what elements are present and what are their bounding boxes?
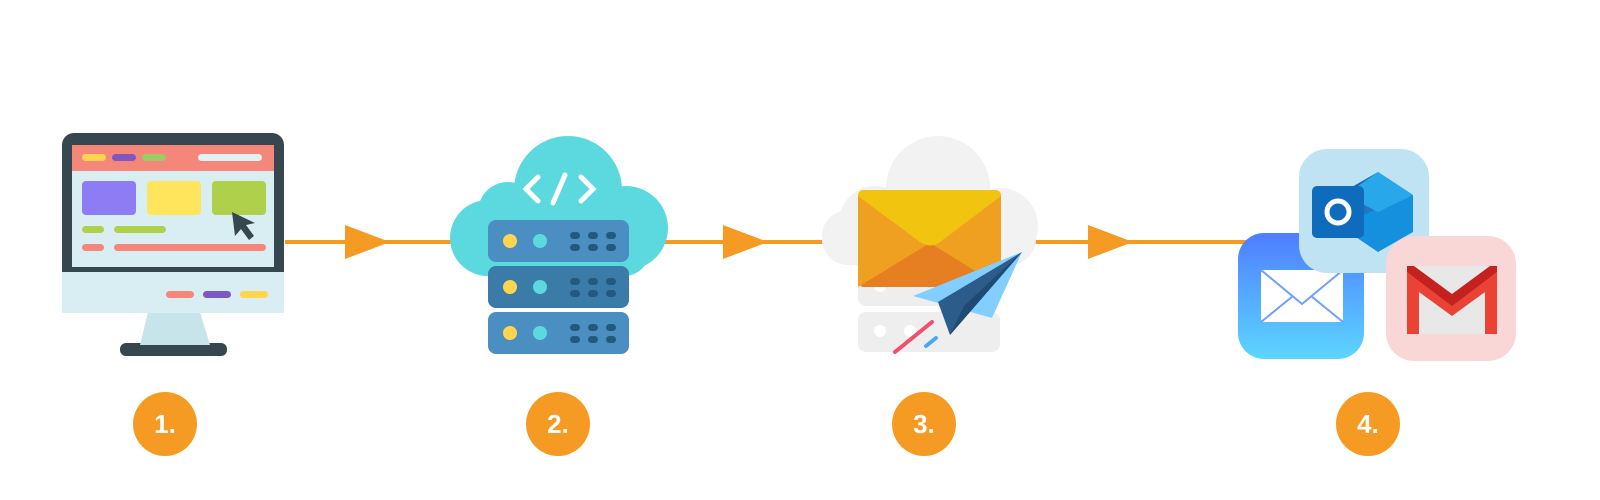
- step-badge-4: 4.: [1336, 392, 1400, 456]
- gmail-icon: [1386, 236, 1516, 361]
- mail-clients-icon: [1238, 149, 1516, 361]
- step-badge-label: 2.: [547, 409, 569, 439]
- step-badge-3: 3.: [892, 392, 956, 456]
- arrow-right-icon: [345, 225, 390, 259]
- arrow-right-icon: [723, 225, 768, 259]
- step-badge-label: 4.: [1357, 409, 1379, 439]
- code-icon: [522, 172, 597, 206]
- arrow-right-icon: [1088, 225, 1133, 259]
- outlook-icon: [1299, 149, 1429, 273]
- step-badge-1: 1.: [133, 392, 197, 456]
- email-send-icon: [822, 136, 1038, 354]
- flow-connector: [285, 225, 1255, 259]
- step-badge-2: 2.: [526, 392, 590, 456]
- step-badge-label: 3.: [913, 409, 935, 439]
- cloud-server-icon: [450, 136, 668, 354]
- website-monitor-icon: [62, 133, 284, 356]
- step-badge-label: 1.: [154, 409, 176, 439]
